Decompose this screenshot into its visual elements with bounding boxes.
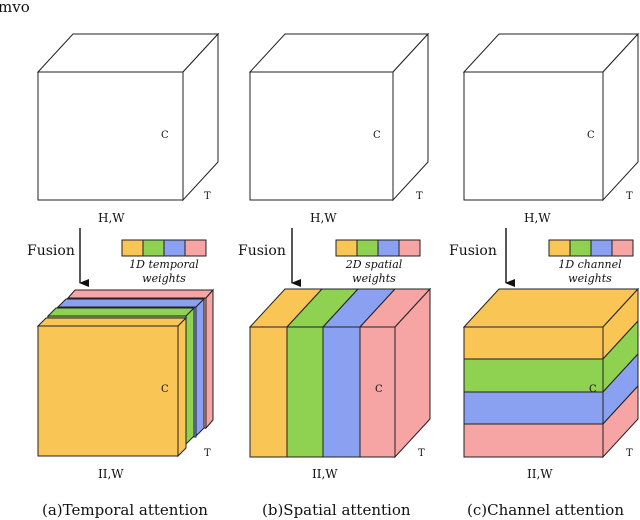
- temporal-slices: [36, 288, 215, 458]
- caption-spatial: (b)Spatial attention: [262, 501, 411, 519]
- weights-label-line2: weights: [142, 272, 186, 285]
- spatial-slices: [248, 287, 432, 459]
- weights-label-line2: weights: [352, 272, 396, 285]
- c-label-bottom: C: [161, 384, 169, 395]
- weights-label-line1: 1D channel: [558, 258, 622, 271]
- fusion-label: Fusion: [449, 243, 497, 259]
- weight-bar-spatial: [335, 239, 421, 257]
- t-label-bottom: T: [204, 448, 211, 459]
- input-cube-spatial: [248, 32, 430, 202]
- slice-blue-front: [463, 391, 604, 425]
- channel-slices: [462, 287, 640, 459]
- slice-pink-front: [359, 326, 396, 458]
- hw-label-top: H,W: [310, 211, 337, 225]
- c-label-top: C: [373, 130, 381, 141]
- top-fragment-text: mvo: [0, 0, 30, 16]
- hw-label-top: H,W: [524, 211, 551, 225]
- slice-yellow-front: [249, 326, 288, 458]
- panel-spatial: C T H,W Fusion 2D spatial weights C: [238, 32, 432, 519]
- weights-label-line1: 1D temporal: [129, 258, 199, 271]
- slice-green-front: [286, 326, 324, 458]
- weights-label-line2: weights: [568, 272, 612, 285]
- weights-label-line1: 2D spatial: [345, 258, 403, 271]
- c-label-top: C: [587, 130, 595, 141]
- t-label-top: T: [204, 191, 211, 202]
- hw-label-bottom: II,W: [527, 467, 553, 481]
- caption-temporal: (a)Temporal attention: [42, 501, 208, 519]
- t-label-bottom: T: [418, 448, 425, 459]
- slice-pink-front: [463, 423, 604, 458]
- input-cube-channel: [462, 32, 640, 202]
- hw-label-bottom: II,W: [312, 467, 338, 481]
- slice-green-front: [463, 358, 604, 393]
- t-label-top: T: [626, 191, 633, 202]
- t-label-bottom: T: [626, 448, 633, 459]
- c-label-bottom: C: [589, 384, 597, 395]
- hw-label-top: H,W: [98, 211, 125, 225]
- t-label-top: T: [416, 191, 423, 202]
- panel-temporal: C T H,W Fusion 1D temporal weights: [27, 32, 220, 519]
- c-label-top: C: [161, 130, 169, 141]
- hw-label-bottom: II,W: [98, 467, 124, 481]
- fusion-label: Fusion: [27, 243, 75, 259]
- input-cube-temporal: [36, 32, 220, 202]
- panel-channel: C T H,W Fusion 1D channel weights C: [449, 32, 640, 519]
- slice-blue-front: [322, 326, 361, 458]
- slice-yellow-front: [463, 326, 604, 360]
- weight-bar-temporal: [121, 239, 207, 257]
- fusion-label: Fusion: [238, 243, 286, 259]
- c-label-bottom: C: [375, 384, 383, 395]
- weight-bar-channel: [548, 239, 634, 257]
- caption-channel: (c)Channel attention: [467, 501, 624, 519]
- slice-yellow: [36, 316, 188, 458]
